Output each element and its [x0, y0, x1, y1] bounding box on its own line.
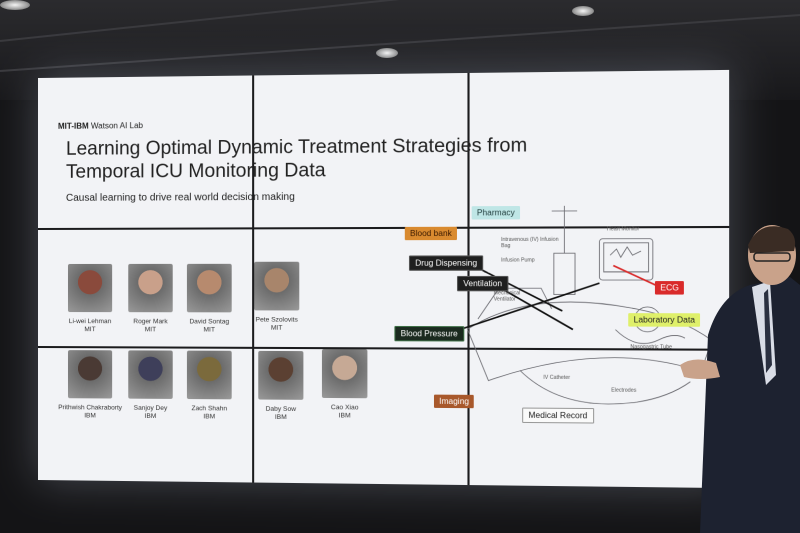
icu-sketch	[38, 70, 729, 488]
medical-record-tag: Medical Record	[522, 407, 594, 424]
electrodes-label: Electrodes	[611, 387, 637, 394]
iv-catheter-label: IV Catheter	[543, 374, 571, 382]
ceiling-light	[376, 48, 398, 58]
ceiling-light	[572, 6, 594, 16]
ventilation-tag: Ventilation	[456, 275, 509, 292]
imaging-tag: Imaging	[433, 394, 475, 409]
ceiling-light	[0, 0, 30, 10]
video-wall-screen: MIT-IBM Watson AI Lab Learning Optimal D…	[38, 69, 730, 489]
iv-bag-label: Intravenous (IV) Infusion Bag	[501, 236, 559, 250]
ceiling-beam	[0, 0, 800, 42]
ceiling-beam	[0, 12, 800, 72]
infusion-pump-label: Infusion Pump	[501, 257, 535, 264]
nasogastric-tube-label: Nasogastric Tube	[630, 344, 673, 351]
pharmacy-tag: Pharmacy	[471, 206, 521, 220]
presenter	[680, 225, 800, 533]
blood-pressure-tag: Blood Pressure	[394, 325, 465, 342]
mechanical-ventilator-label: Mechanical Ventilator	[493, 290, 521, 303]
drug-dispensing-tag: Drug Dispensing	[408, 255, 484, 271]
heart-monitor-label: Heart Monitor	[606, 226, 640, 233]
blood-bank-tag: Blood bank	[404, 226, 458, 241]
